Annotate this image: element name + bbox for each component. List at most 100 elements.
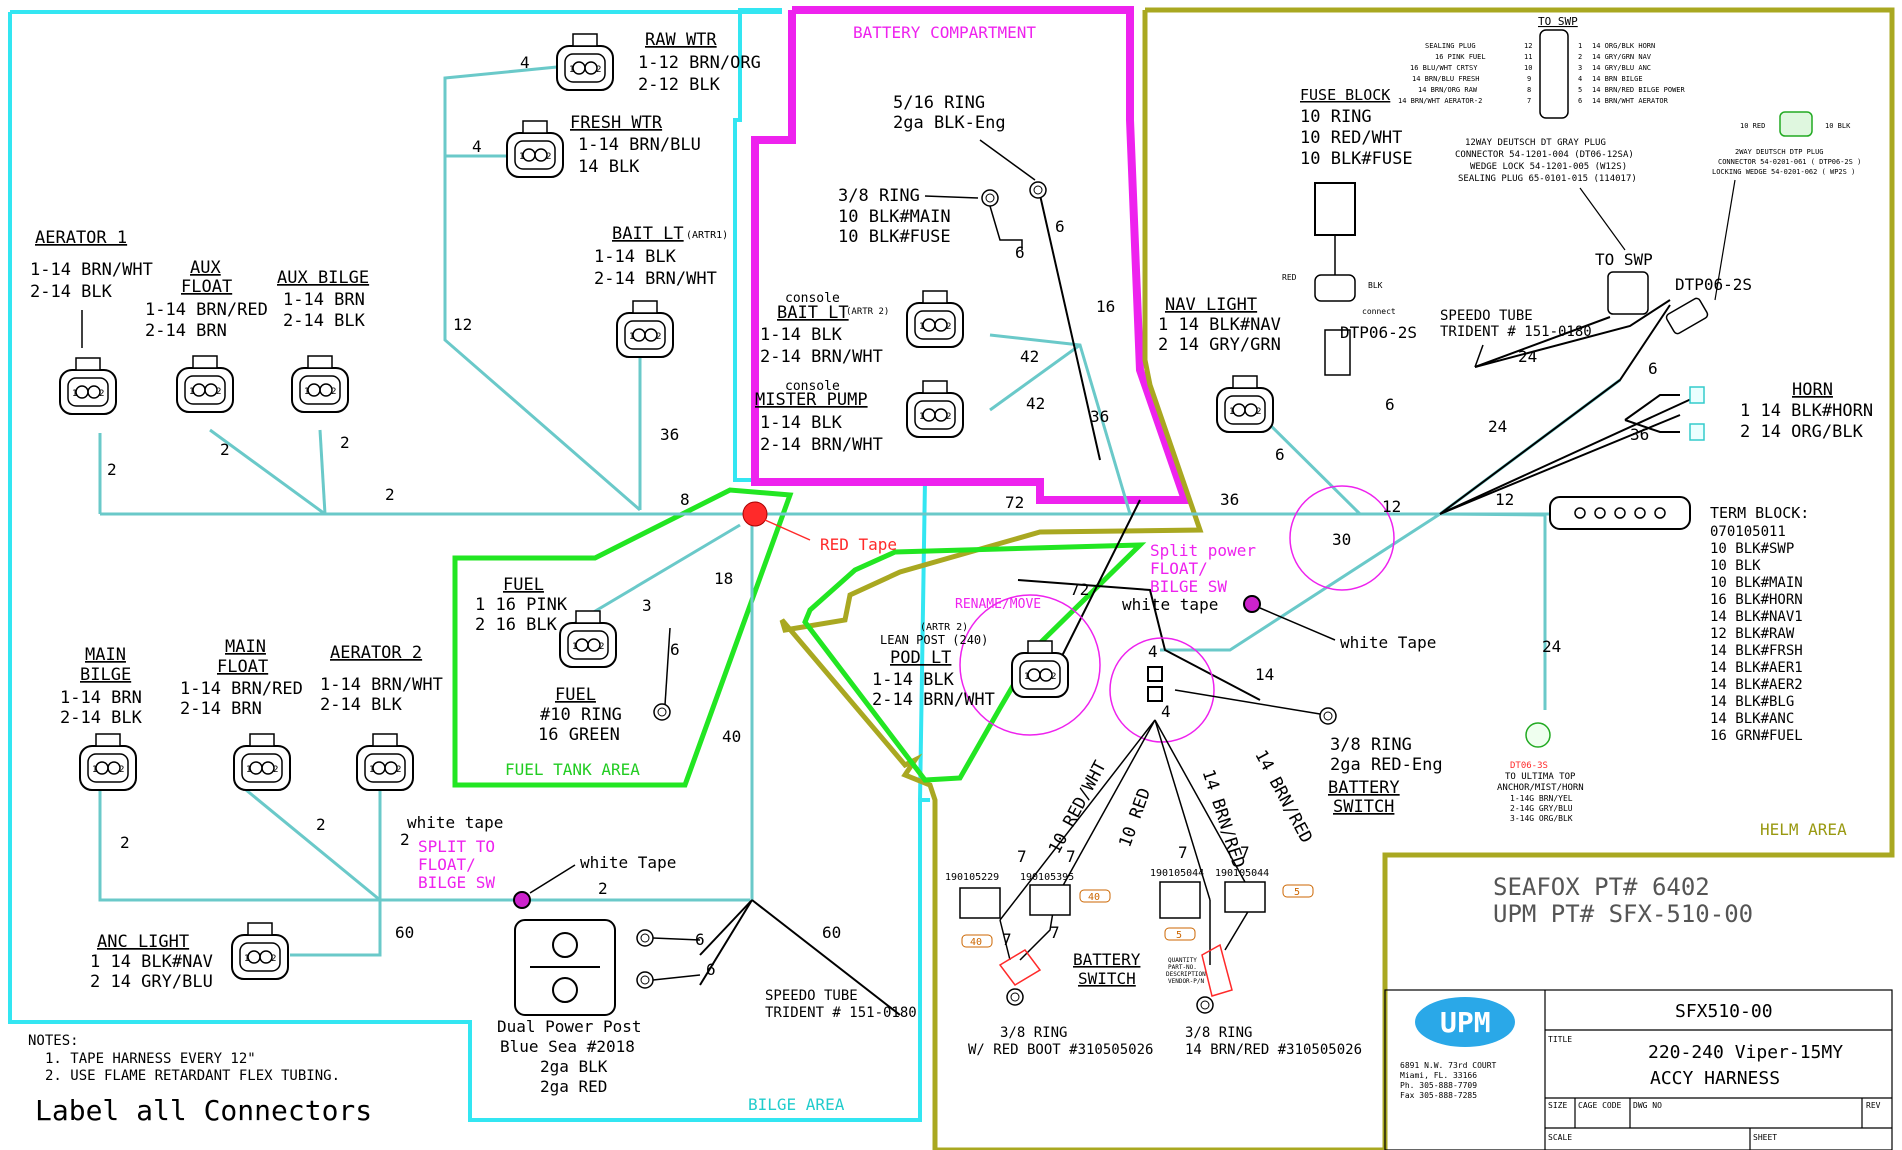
bait-lt-pin1: 1-14 BLK — [594, 247, 677, 267]
ring-terminal-516[interactable] — [1029, 181, 1047, 199]
fuel-ring-terminal[interactable] — [653, 703, 671, 721]
dt06-plug[interactable] — [1525, 722, 1551, 748]
term-line-6: 12 BLK#RAW — [1710, 626, 1795, 642]
wc-6d: 6 — [695, 930, 705, 949]
bs-ring-label: 3/8 RING — [1330, 735, 1412, 755]
wc-6e: 6 — [706, 960, 716, 979]
tb-dwg: DWG NO — [1633, 1101, 1662, 1110]
tb-rev: REV — [1866, 1101, 1881, 1110]
anc-light-connector[interactable] — [231, 922, 289, 980]
nav-light-title: NAV LIGHT — [1165, 295, 1257, 315]
aerator2-connector[interactable] — [356, 733, 414, 791]
dtp2way-plug-small[interactable] — [1665, 297, 1709, 335]
term-line-7: 14 BLK#FRSH — [1710, 643, 1803, 659]
main-bilge-pin2: 2-14 BLK — [60, 708, 143, 728]
sw-ring-a[interactable] — [1006, 988, 1024, 1006]
bait-lt2-pin1: 1-14 BLK — [760, 325, 843, 345]
bs-square-2 — [1147, 686, 1163, 702]
main-bilge-connector[interactable] — [79, 733, 137, 791]
fresh-wtr-connector[interactable] — [506, 120, 564, 178]
term-line-10: 14 BLK#BLG — [1710, 694, 1794, 710]
wc-60a: 60 — [395, 923, 414, 942]
sw-tag-5a — [1164, 927, 1196, 941]
main-bilge-pin1: 1-14 BRN — [60, 688, 142, 708]
anc-light-title: ANC LIGHT — [97, 932, 189, 952]
sw-qty2: PART-NO. — [1168, 964, 1197, 971]
sw-relay-4[interactable] — [1224, 881, 1266, 913]
bait-lt2-pin2: 2-14 BRN/WHT — [760, 347, 883, 367]
fuel-ring-line1: #10 RING — [540, 705, 622, 725]
aux-float-pin2: 2-14 BRN — [145, 321, 227, 341]
fuse-block-box[interactable] — [1314, 182, 1356, 236]
swp-lnum-5: 7 — [1527, 97, 1531, 105]
bait-lt-connector[interactable] — [616, 300, 674, 358]
dt06-l1: TO ULTIMA TOP — [1505, 772, 1576, 782]
dtp2way-blk: 10 BLK — [1825, 122, 1851, 130]
battery-area-border — [751, 6, 1191, 504]
term-line-8: 14 BLK#AER1 — [1710, 660, 1803, 676]
horn-terminal-1[interactable] — [1689, 386, 1705, 404]
sw-ring-b[interactable] — [1196, 996, 1214, 1014]
wc-2b: 2 — [220, 440, 230, 459]
horn-pin2: 2 14 ORG/BLK — [1740, 422, 1864, 442]
helm-area-border — [779, 7, 1895, 1150]
aerator1-pin1: 1-14 BRN/WHT — [30, 260, 153, 280]
nav-light-connector[interactable] — [1216, 375, 1274, 433]
fuse-block-l3: 10 BLK#FUSE — [1300, 149, 1413, 169]
wc-24b: 24 — [1488, 417, 1507, 436]
aux-bilge-connector[interactable] — [291, 355, 349, 413]
tb-addr3: Ph. 305-888-7709 — [1400, 1081, 1477, 1090]
swp-caption-2: CONNECTOR 54-1201-004 (DT06-12SA) — [1455, 150, 1634, 160]
dt06-l5: 3-14G ORG/BLK — [1510, 814, 1573, 823]
term-block-shape[interactable] — [1549, 496, 1691, 530]
swp-left-2: 16 BLU/WHT CRTSY — [1410, 64, 1478, 72]
fuse-dtp-plug[interactable] — [1324, 329, 1351, 376]
sw-part-4: 190105044 — [1215, 868, 1269, 879]
fuse-plug[interactable] — [1314, 274, 1356, 302]
main-float-connector[interactable] — [233, 733, 291, 791]
fuel-pin2: 2 16 BLK — [475, 615, 558, 635]
split-helm-2: FLOAT/ — [1150, 559, 1208, 578]
swp-plug-small[interactable] — [1607, 271, 1649, 315]
sw-wire-1: 10 RED/WHT — [1045, 758, 1111, 858]
swp-rnum-3: 4 — [1578, 75, 1582, 83]
wc-2h: 2 — [598, 879, 608, 898]
notes-1: 1. TAPE HARNESS EVERY 12" — [45, 1051, 256, 1067]
swp-left-5: 14 BRN/WHT AERATOR-2 — [1398, 97, 1482, 105]
horn-terminal-2[interactable] — [1689, 423, 1705, 441]
wc-12c: 12 — [1495, 490, 1514, 509]
power-post-l4: 2ga RED — [540, 1077, 607, 1096]
sw-relay-2[interactable] — [1029, 884, 1071, 916]
fuel-ring-line2: 16 GREEN — [538, 725, 620, 745]
sw-relay-3[interactable] — [1159, 881, 1201, 919]
power-post-ring-1[interactable] — [636, 929, 654, 947]
swp-12way-plug[interactable] — [1539, 29, 1569, 119]
mister-pump-title: MISTER PUMP — [755, 390, 868, 410]
dt06-l4: 2-14G GRY/BLU — [1510, 804, 1573, 813]
aux-float-connector[interactable] — [176, 355, 234, 413]
sw-qty1: QUANTITY — [1168, 957, 1197, 964]
wc-8: 8 — [680, 490, 690, 509]
bait-lt2-connector[interactable] — [906, 290, 964, 348]
sw-relay-1[interactable] — [959, 887, 1001, 919]
bait-lt-title: BAIT LT — [612, 224, 684, 244]
fuel-connector[interactable] — [559, 610, 617, 668]
aerator1-connector[interactable] — [59, 357, 117, 415]
tb-addr2: Miami, FL. 33166 — [1400, 1071, 1477, 1080]
ring-terminal-38[interactable] — [981, 189, 999, 207]
sw-tag-5a-text: 5 — [1176, 930, 1182, 941]
wc-72b: 72 — [1070, 580, 1089, 599]
bs-ring-terminal[interactable] — [1319, 707, 1337, 725]
dtp2way-plug[interactable] — [1779, 111, 1813, 137]
sw-part-1: 190105229 — [945, 872, 999, 883]
speedo-bilge-l2: TRIDENT # 151-0180 — [765, 1005, 917, 1021]
raw-wtr-connector[interactable] — [556, 33, 614, 91]
main-float-pin2: 2-14 BRN — [180, 699, 262, 719]
power-post-ring-2[interactable] — [636, 971, 654, 989]
bait-lt2-title: BAIT LT — [777, 303, 849, 323]
wc-24a: 24 — [1518, 347, 1537, 366]
pod-lt-connector[interactable] — [1011, 640, 1069, 698]
wc-2c: 2 — [340, 433, 350, 452]
split-helm-1: Split power — [1150, 541, 1256, 560]
mister-pump-connector[interactable] — [906, 380, 964, 438]
